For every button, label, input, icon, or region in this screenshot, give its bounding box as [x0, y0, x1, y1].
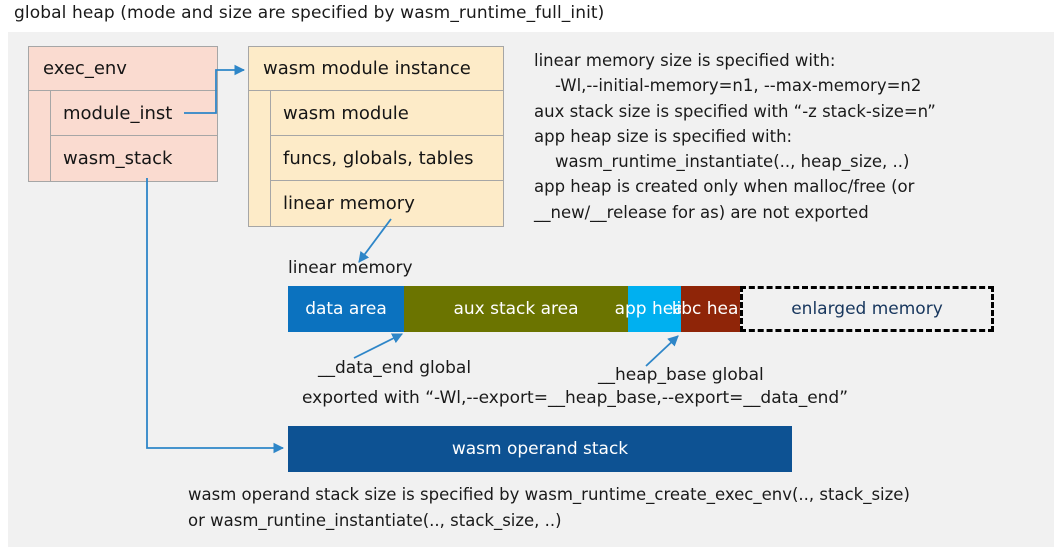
linear-memory-bar: data area aux stack area app heap libc h…: [288, 286, 994, 332]
module-instance-gutter: [249, 91, 271, 226]
memory-segment-libc-heap: libc heap: [672, 286, 749, 332]
module-instance-body: wasm module funcs, globals, tables linea…: [249, 91, 503, 226]
exec-env-field-module-inst: module_inst: [51, 91, 217, 136]
exec-env-header: exec_env: [29, 47, 217, 91]
exec-env-box: exec_env module_inst wasm_stack: [28, 46, 218, 182]
operand-stack-note: wasm operand stack size is specified by …: [188, 485, 910, 530]
exec-env-field-wasm-stack: wasm_stack: [63, 148, 173, 169]
module-instance-field-linear-memory: linear memory: [283, 193, 415, 214]
memory-segment-aux-stack-area: aux stack area: [404, 286, 628, 332]
linear-memory-label: linear memory: [288, 258, 413, 278]
module-instance-header: wasm module instance: [249, 47, 503, 91]
module-instance-field-funcs-globals-tables: funcs, globals, tables: [271, 136, 503, 181]
exec-env-gutter: [29, 91, 51, 181]
exported-with-label: exported with “-Wl,--export=__heap_base,…: [302, 388, 849, 408]
wasm-operand-stack-box: wasm operand stack: [288, 426, 792, 472]
page-title: global heap (mode and size are specified…: [14, 3, 605, 23]
memory-segment-enlarged-memory: enlarged memory: [740, 286, 994, 332]
memory-segment-app-heap: app heap: [615, 286, 694, 332]
data-end-global-label: __data_end global: [318, 358, 472, 378]
exec-env-fields: module_inst wasm_stack: [51, 91, 217, 181]
exec-env-body: module_inst wasm_stack: [29, 91, 217, 181]
memory-segment-data-area: data area: [288, 286, 404, 332]
wasm-module-instance-box: wasm module instance wasm module funcs, …: [248, 46, 504, 227]
module-instance-fields: wasm module funcs, globals, tables linea…: [271, 91, 503, 226]
heap-base-global-label: __heap_base global: [598, 365, 764, 385]
memory-config-notes: linear memory size is specified with: -W…: [534, 51, 936, 222]
module-instance-field-wasm-module: wasm module: [271, 91, 503, 136]
